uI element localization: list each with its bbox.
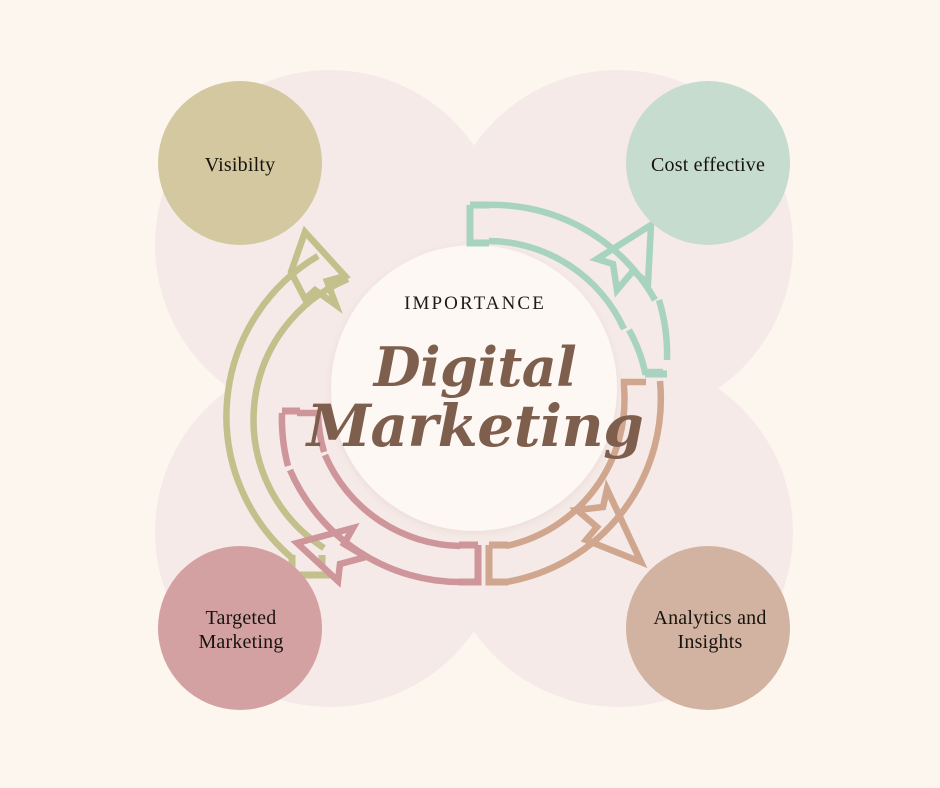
- arrow-to-analytics-insights: [485, 378, 665, 586]
- node-circle-targeted-marketing: [158, 546, 322, 710]
- arrow-to-targeted-marketing: [278, 407, 482, 588]
- node-circle-visibility: [158, 81, 322, 245]
- center-circle: [331, 245, 617, 531]
- node-circle-analytics-insights: [626, 546, 790, 710]
- arrow-to-cost-effective: [466, 201, 671, 378]
- node-circle-group: [158, 81, 790, 710]
- node-circle-cost-effective: [626, 81, 790, 245]
